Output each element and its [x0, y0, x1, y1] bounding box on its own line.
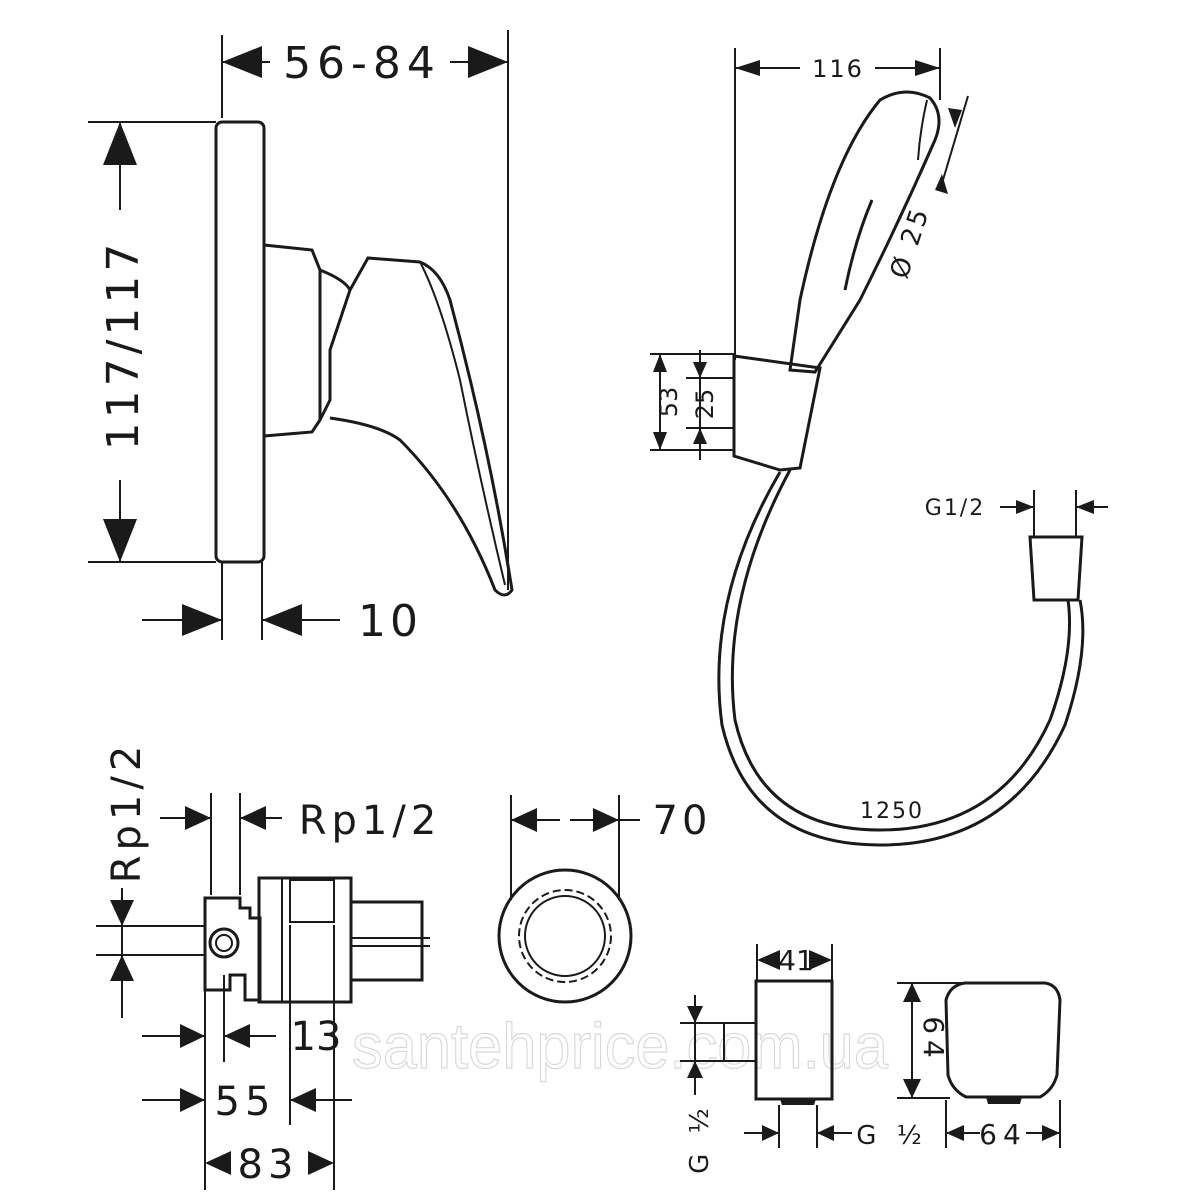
arrow-icon: [757, 950, 780, 970]
arrow-icon: [511, 808, 537, 832]
arrow-icon: [205, 1151, 231, 1175]
arrow-icon: [693, 428, 707, 444]
dim-outlet-depth: 41: [778, 944, 814, 977]
dim-outlet-thread: G ½: [856, 1121, 928, 1151]
arrow-icon: [693, 362, 707, 378]
arrow-icon: [903, 983, 921, 1002]
dim-height: 117/117: [98, 240, 149, 451]
wall-outlet-view: 41 G ½ G ½ 64 64: [680, 944, 1062, 1174]
dim-holder-height: 53: [655, 387, 683, 418]
arrow-icon: [110, 900, 134, 926]
dim-offset: 13: [291, 1014, 342, 1060]
arrow-icon: [687, 1006, 703, 1023]
arrow-icon: [222, 46, 262, 78]
arrow-icon: [817, 1125, 834, 1141]
dim-head-diameter: Ø 25: [885, 203, 936, 282]
dim-holder-inner: 25: [691, 389, 719, 420]
mixer-side-view: 56-84 117/117 10: [88, 30, 514, 647]
arrow-icon: [946, 1125, 964, 1141]
arrow-icon: [1076, 500, 1094, 514]
wall-plate: [214, 120, 266, 564]
dim-inlet-side: Rp1/2: [104, 741, 150, 884]
arrow-icon: [103, 519, 137, 562]
mixer-body: [263, 243, 322, 438]
dim-max-depth: 83: [238, 1142, 299, 1188]
dim-hose-length: 1250: [860, 799, 924, 824]
arrow-icon: [110, 955, 134, 981]
arrow-icon: [262, 604, 302, 636]
hand-shower-view: 116 Ø 25 53 25 G1/2 1250: [650, 48, 1108, 847]
arrow-icon: [653, 432, 667, 450]
arrow-icon: [935, 174, 948, 194]
arrow-icon: [809, 950, 832, 970]
arrow-icon: [308, 1151, 334, 1175]
arrow-icon: [240, 806, 266, 830]
dim-hose-thread: G1/2: [925, 496, 985, 521]
body-front-view: [497, 868, 633, 1004]
dim-diameter: 70: [653, 798, 712, 844]
arrow-icon: [948, 108, 962, 128]
dim-outlet-width: 64: [979, 1118, 1027, 1151]
shower-holder: [732, 354, 822, 472]
arrow-icon: [735, 60, 760, 76]
arrow-icon: [593, 808, 619, 832]
mixer-neck: [318, 268, 352, 421]
arrow-icon: [224, 1024, 250, 1048]
arrow-icon: [1042, 1125, 1060, 1141]
dim-plate-depth: 10: [358, 596, 422, 647]
arrow-icon: [1016, 500, 1034, 514]
outlet-thread: [723, 1022, 757, 1062]
arrow-icon: [103, 122, 137, 165]
dim-shower-length: 116: [812, 55, 864, 83]
valve-housing: [203, 896, 262, 1002]
arrow-icon: [653, 354, 667, 372]
shower-hose: [730, 469, 1071, 832]
cartridge-body: [257, 876, 353, 1004]
arrow-icon: [182, 604, 222, 636]
arrow-icon: [180, 1024, 205, 1048]
watermark: santehprice.com.ua: [352, 1010, 888, 1082]
arrow-icon: [185, 806, 211, 830]
arrow-icon: [180, 1088, 205, 1112]
arrow-icon: [687, 1061, 703, 1078]
dim-width-range: 56-84: [283, 38, 441, 89]
hand-shower: [788, 90, 941, 374]
dim-min-depth: 55: [215, 1079, 276, 1125]
dim-inlet-thread: G ½: [685, 1102, 715, 1174]
arrow-icon: [915, 60, 940, 76]
lever-handle: [329, 256, 514, 597]
dim-outlet-height: 64: [917, 1016, 950, 1064]
arrow-icon: [903, 1079, 921, 1098]
outlet-front: [944, 981, 1062, 1099]
dim-outlet-top: Rp1/2: [299, 798, 442, 844]
hose-connector: [1028, 535, 1084, 602]
arrow-icon: [762, 1125, 779, 1141]
arrow-icon: [290, 1088, 316, 1112]
concealed-body-view: Rp1/2 Rp1/2 13 55 83 70: [96, 741, 712, 1190]
